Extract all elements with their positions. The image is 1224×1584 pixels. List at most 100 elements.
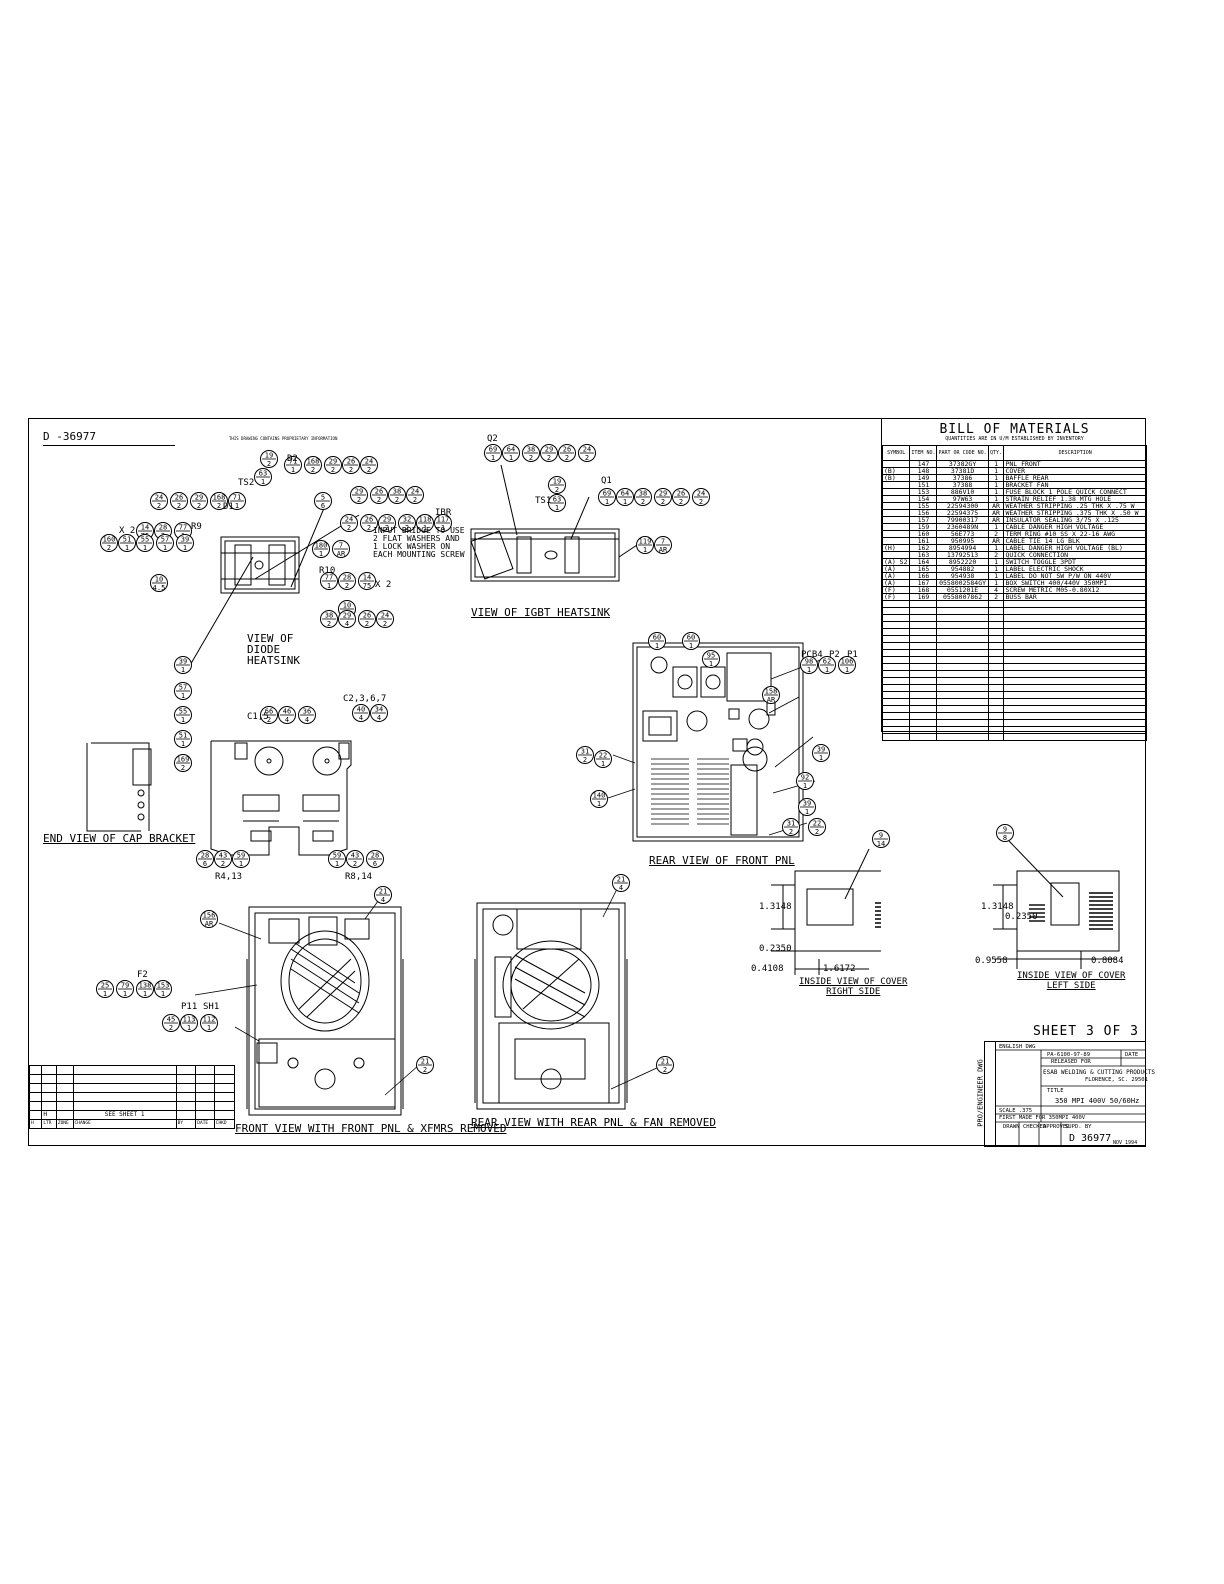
- balloon-item: 45: [167, 1016, 175, 1024]
- bom-header-2: PART OR CODE NO.: [936, 445, 989, 461]
- balloon-item: 25: [101, 982, 109, 990]
- balloon-item: 57: [179, 684, 187, 692]
- bom-desc: TERM RING #10 SS X 22-16 AWG: [1003, 530, 1147, 538]
- balloon-qty: 2: [221, 860, 225, 868]
- balloon-qty: AR: [205, 920, 214, 928]
- balloon-item: 28: [371, 852, 379, 860]
- bom-item: 161: [909, 537, 938, 545]
- item-balloon: 104.5: [150, 574, 168, 592]
- label-q1: Q1: [601, 476, 612, 486]
- item-balloon: 571: [174, 682, 192, 700]
- item-balloon: 262: [342, 456, 360, 474]
- bom-qty: AR: [987, 537, 1005, 545]
- bom-qty: 1: [987, 572, 1005, 580]
- balloon-item: 39: [817, 746, 825, 754]
- balloon-qty: 2: [565, 454, 569, 462]
- bom-part: 37382GY: [936, 460, 989, 468]
- balloon-qty: 1: [143, 990, 147, 998]
- balloon-item: 153: [157, 982, 170, 990]
- bom-desc: STRAIN RELIEF 1.38 MTG HOLE: [1003, 495, 1147, 503]
- balloon-item: 51: [179, 732, 187, 740]
- item-balloon: 641: [502, 444, 520, 462]
- title-block-grid: [995, 1049, 1145, 1146]
- balloon-qty: 2: [169, 1024, 173, 1032]
- balloon-qty: 2: [177, 502, 181, 510]
- item-balloon: 404: [352, 704, 370, 722]
- balloon-qty: 1: [819, 754, 823, 762]
- balloon-item: 168: [307, 458, 320, 466]
- bom-part: 0551201E: [936, 586, 989, 594]
- dim-left-height: 1.3148: [981, 902, 1014, 912]
- item-balloon: 621: [818, 656, 836, 674]
- balloon-item: 60: [687, 634, 695, 642]
- balloon-item: 138: [139, 982, 152, 990]
- revision-row: [28, 1101, 236, 1111]
- balloon-qty: 2: [311, 466, 315, 474]
- item-balloon: 282: [338, 572, 356, 590]
- balloon-qty: 2: [345, 582, 349, 590]
- balloon-item: 24: [411, 488, 419, 496]
- balloon-qty: 2: [423, 1066, 427, 1074]
- bom-qty: 1: [987, 495, 1005, 503]
- bom-item: 165: [909, 565, 938, 573]
- balloon-item: 64: [621, 490, 629, 498]
- item-balloon: 511: [174, 730, 192, 748]
- bom-item: 166: [909, 572, 938, 580]
- revision-row: H SEE SHEET 1: [28, 1110, 236, 1120]
- label-c2367: C2,3,6,7: [343, 694, 387, 704]
- item-balloon: 631: [254, 468, 272, 486]
- balloon-qty: 1: [207, 1024, 211, 1032]
- balloon-item: 28: [159, 524, 167, 532]
- balloon-qty: 2: [367, 524, 371, 532]
- balloon-qty: 75: [363, 582, 371, 590]
- drawing-sheet: D -36977 THIS DRAWING CONTAINS PROPRIETA…: [28, 418, 1155, 1147]
- balloon-item: 24: [583, 446, 591, 454]
- balloon-item: 168: [213, 494, 226, 502]
- balloon-item: 22: [813, 820, 821, 828]
- balloon-item: 29: [355, 488, 363, 496]
- balloon-qty: 2: [663, 1066, 667, 1074]
- balloon-item: 21: [661, 1058, 669, 1066]
- bom-desc: LABEL ELECTRIC SHOCK: [1003, 565, 1147, 573]
- item-balloon: 251: [96, 980, 114, 998]
- bom-item: 160: [909, 530, 938, 538]
- balloon-item: 51: [123, 536, 131, 544]
- bom-item: 162: [909, 544, 938, 552]
- balloon-qty: AR: [767, 696, 776, 704]
- bom-desc: COVER: [1003, 467, 1147, 475]
- balloon-qty: 2: [383, 620, 387, 628]
- revision-row: [28, 1074, 236, 1084]
- item-balloon: 981: [800, 656, 818, 674]
- bom-qty: 1: [987, 523, 1005, 531]
- item-balloon: 641: [616, 488, 634, 506]
- bom-symbol: (H): [881, 544, 911, 552]
- balloon-qty: 1: [181, 740, 185, 748]
- balloon-qty: 2: [413, 496, 417, 504]
- label-r10: R10: [319, 566, 336, 576]
- title-block-side: [985, 1042, 996, 1146]
- balloon-qty: 4: [345, 620, 349, 628]
- balloon-qty: 1: [103, 990, 107, 998]
- input-bridge-note: INPUT BRIDGE TO USE 2 FLAT WASHERS AND 1…: [373, 526, 465, 559]
- item-balloon: 242: [360, 456, 378, 474]
- item-balloon: 601: [682, 632, 700, 650]
- proprietary-note: THIS DRAWING CONTAINS PROPRIETARY INFORM…: [229, 436, 338, 441]
- bom-part: 0558002584GY: [936, 579, 989, 587]
- bom-empty-row: [881, 614, 1147, 622]
- item-balloon: 192: [548, 476, 566, 494]
- dim-left-b: 0.9558: [975, 956, 1008, 966]
- item-balloon: 711: [284, 456, 302, 474]
- balloon-qty: 2: [157, 502, 161, 510]
- bom-empty-row: [881, 705, 1147, 713]
- label-x2-left: X 2: [119, 526, 136, 536]
